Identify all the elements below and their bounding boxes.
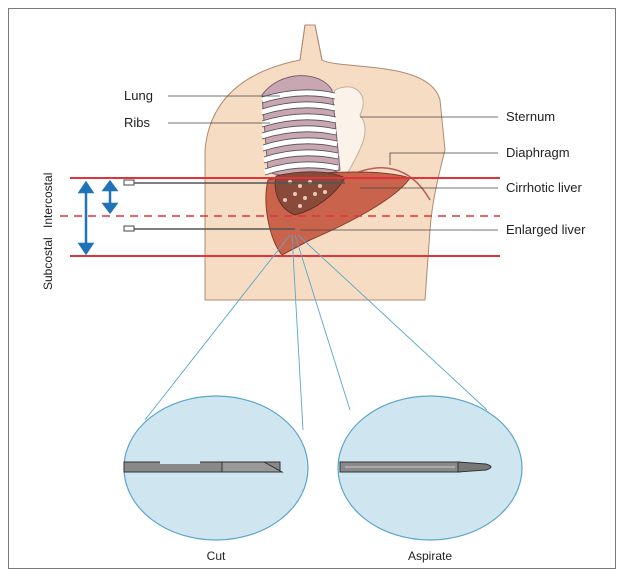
subcostal-arrow bbox=[80, 183, 92, 253]
cirrhotic-liver-label: Cirrhotic liver bbox=[506, 180, 583, 195]
cut-lens bbox=[124, 396, 308, 540]
aspirate-label: Aspirate bbox=[408, 549, 452, 563]
diaphragm-label: Diaphragm bbox=[506, 145, 570, 160]
enlarged-liver-label: Enlarged liver bbox=[506, 222, 586, 237]
intercostal-arrow bbox=[104, 182, 116, 212]
cut-label: Cut bbox=[207, 549, 226, 563]
lung-label: Lung bbox=[124, 88, 153, 103]
subcostal-label: Subcostal bbox=[41, 237, 55, 290]
ribs-label: Ribs bbox=[124, 115, 151, 130]
intercostal-label: Intercostal bbox=[41, 173, 55, 228]
aspirate-lens bbox=[338, 396, 522, 540]
sternum-label: Sternum bbox=[506, 109, 555, 124]
